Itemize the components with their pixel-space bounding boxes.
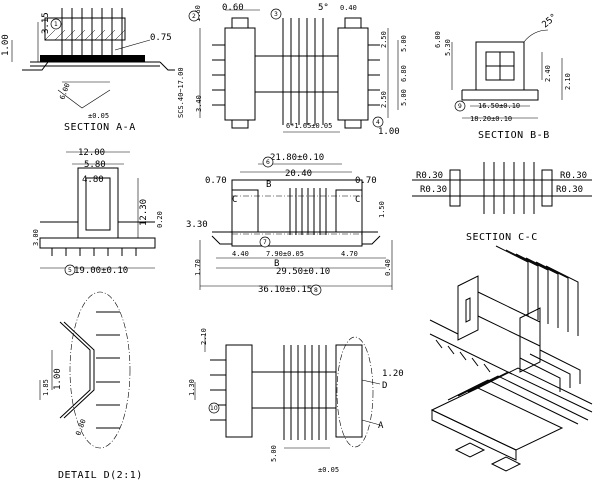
bubble-3: 3	[274, 11, 278, 18]
cc-radius-2: R0.30	[420, 185, 447, 195]
bb-1820-dim: 18.20±0.10	[470, 115, 512, 123]
bb-210-dim: 2.10	[564, 73, 572, 90]
b-120-dim: 1.20	[382, 369, 404, 379]
bottom-view	[194, 335, 381, 449]
top-040-dim: 0.40	[340, 4, 357, 12]
bb-530-dim: 5.30	[444, 39, 452, 56]
top-500a-dim: 5.00	[400, 35, 408, 52]
l2-1230-dim: 12.30	[139, 199, 149, 226]
bubble-7: 7	[263, 239, 267, 246]
top-overall-height: SCS.40~17.00	[177, 67, 185, 118]
aa-height-dim: 1.00	[1, 34, 11, 56]
b-detail-d-label: D	[382, 381, 387, 391]
top-060-dim: 0.60	[222, 3, 244, 13]
b-section-a-label: A	[378, 421, 384, 431]
bubble-6: 6	[266, 159, 270, 166]
d-080-dim: 0.80	[74, 418, 87, 437]
isometric-bottom	[430, 349, 593, 472]
top-view	[199, 9, 399, 133]
aa-depth-dim: 3.15	[41, 12, 51, 34]
cc-radius-1: R0.30	[416, 171, 443, 181]
front-view	[199, 163, 393, 290]
l2-580-dim: 5.80	[84, 160, 106, 170]
b-tolerance: ±0.05	[318, 466, 339, 474]
isometric-top	[429, 245, 579, 375]
aa-tolerance: ±0.05	[88, 112, 109, 120]
l2-480-dim: 4.80	[82, 175, 104, 185]
section-cc-view	[412, 162, 592, 214]
m-040-dim: 0.40	[384, 259, 392, 276]
top-pin-pitch: 6*1.65±0.05	[286, 122, 332, 130]
d-185-dim: 1.85	[42, 379, 50, 396]
top-100-dim: 1.00	[378, 127, 400, 137]
m-3610-dim: 36.10±0.15	[258, 285, 312, 295]
m-330-dim: 3.30	[186, 220, 208, 230]
b-210-dim: 2.10	[200, 328, 208, 345]
cc-radius-3: R0.30	[560, 171, 587, 181]
section-bb-view	[451, 29, 563, 119]
m-070a-dim: 0.70	[205, 176, 227, 186]
m-150-dim: 1.50	[378, 201, 386, 218]
detail-d-view	[39, 291, 131, 449]
section-aa-view	[11, 8, 175, 109]
b-130-dim: 1.30	[188, 379, 196, 396]
bubble-9: 9	[458, 103, 462, 110]
section-cc-caption: SECTION C-C	[466, 232, 538, 243]
m-section-b-top: B	[266, 180, 271, 190]
m-170-dim: 1.70	[194, 259, 202, 276]
section-bb-caption: SECTION B-B	[478, 130, 550, 141]
m-470-dim: 4.70	[341, 250, 358, 258]
bb-1650-dim: 16.50±0.10	[478, 102, 520, 110]
m-section-b-bottom: B	[274, 259, 279, 269]
l2-300-dim: 3.00	[32, 229, 40, 246]
m-section-c-left: C	[232, 195, 237, 205]
bubble-2: 2	[192, 13, 196, 20]
bb-240-dim: 2.40	[544, 65, 552, 82]
side-view-left	[39, 151, 156, 269]
l2-1900-dim: 19.00±0.10	[74, 266, 128, 276]
top-680-dim: 6.80	[400, 65, 408, 82]
bb-angle-dim: 25°	[541, 12, 560, 30]
bubble-10: 10	[210, 405, 218, 412]
top-340-dim: 3.40	[195, 95, 203, 112]
bubble-5: 5	[68, 267, 72, 274]
bubble-4: 4	[376, 119, 380, 126]
bb-600-dim: 6.00	[434, 31, 442, 48]
m-790-dim: 7.90±0.05	[266, 250, 304, 258]
aa-width-dim: 6.00	[58, 82, 71, 101]
l2-1200-dim: 12.00	[78, 148, 105, 158]
m-440-dim: 4.40	[232, 250, 249, 258]
d-100-dim: 1.00	[53, 368, 63, 390]
top-250a-dim: 2.50	[380, 31, 388, 48]
top-500b-dim: 5.00	[400, 89, 408, 106]
m-section-c-right: C	[355, 195, 360, 205]
aa-radius-dim: 0.75	[150, 33, 172, 43]
m-2040-dim: 20.40	[285, 169, 312, 179]
b-500-dim: 5.00	[270, 445, 278, 462]
section-aa-caption: SECTION A-A	[64, 122, 136, 133]
top-angle-dim: 5°	[318, 3, 329, 13]
detail-d-caption: DETAIL D(2:1)	[58, 470, 143, 481]
l2-020-dim: 0.20	[156, 211, 164, 228]
cc-radius-4: R0.30	[556, 185, 583, 195]
m-2950-dim: 29.50±0.10	[276, 267, 330, 277]
m-2180-dim: 21.80±0.10	[270, 153, 324, 163]
bubble-8: 8	[314, 287, 318, 294]
bubble-1: 1	[54, 21, 58, 28]
m-070b-dim: 0.70	[355, 176, 377, 186]
callout-bubbles: 1 2 3 4 5 6 7 8 9 10	[50, 8, 466, 414]
top-250b-dim: 2.50	[380, 91, 388, 108]
